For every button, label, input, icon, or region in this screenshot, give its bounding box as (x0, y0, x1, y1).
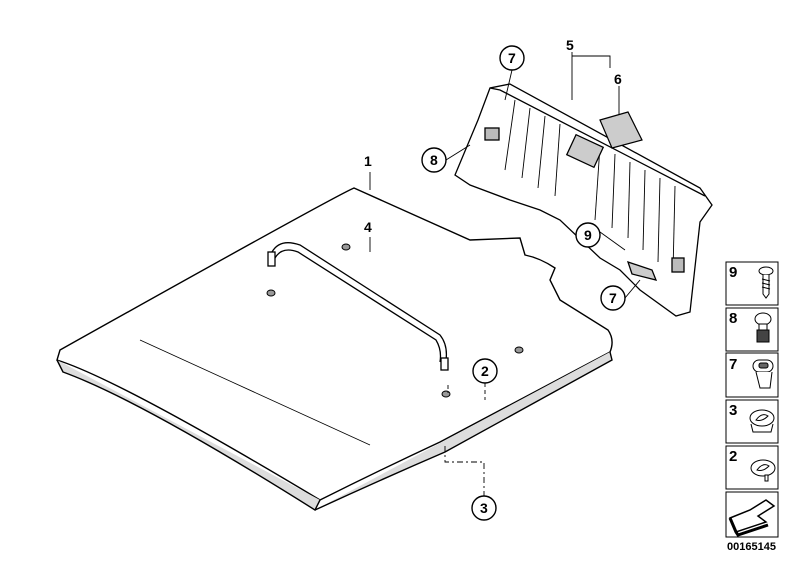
callout-5: 5 (566, 37, 574, 53)
grommet-with-pin-icon (750, 459, 776, 482)
grommets (266, 243, 524, 398)
callout-8: 8 (430, 152, 438, 168)
legend-number-2: 2 (729, 448, 737, 465)
callout-2: 2 (481, 363, 489, 379)
legend-number-7: 7 (729, 356, 737, 373)
callout-1: 1 (364, 153, 372, 169)
floor-mat (56, 187, 613, 512)
callout-3: 3 (480, 500, 488, 516)
grommet-icon (749, 409, 775, 433)
rear-panel-trim (454, 83, 713, 317)
tie-down-strap (267, 242, 449, 371)
parts-legend (725, 261, 779, 538)
callout-7-top: 7 (508, 50, 516, 66)
screw-icon (758, 266, 774, 299)
callout-4: 4 (364, 219, 372, 235)
clip-nut-icon (752, 359, 774, 389)
callout-circles (421, 45, 626, 521)
diagram-id: 00165145 (727, 541, 776, 553)
callout-9: 9 (584, 227, 592, 243)
callout-6: 6 (614, 71, 622, 87)
leader-lines (369, 52, 641, 496)
legend-number-9: 9 (729, 264, 737, 281)
expanding-rivet-icon (754, 312, 772, 343)
legend-number-8: 8 (729, 310, 737, 327)
cover-cap (599, 111, 643, 149)
arrow-icon (729, 499, 776, 533)
callout-7-bottom: 7 (609, 290, 617, 306)
legend-number-3: 3 (729, 402, 737, 419)
